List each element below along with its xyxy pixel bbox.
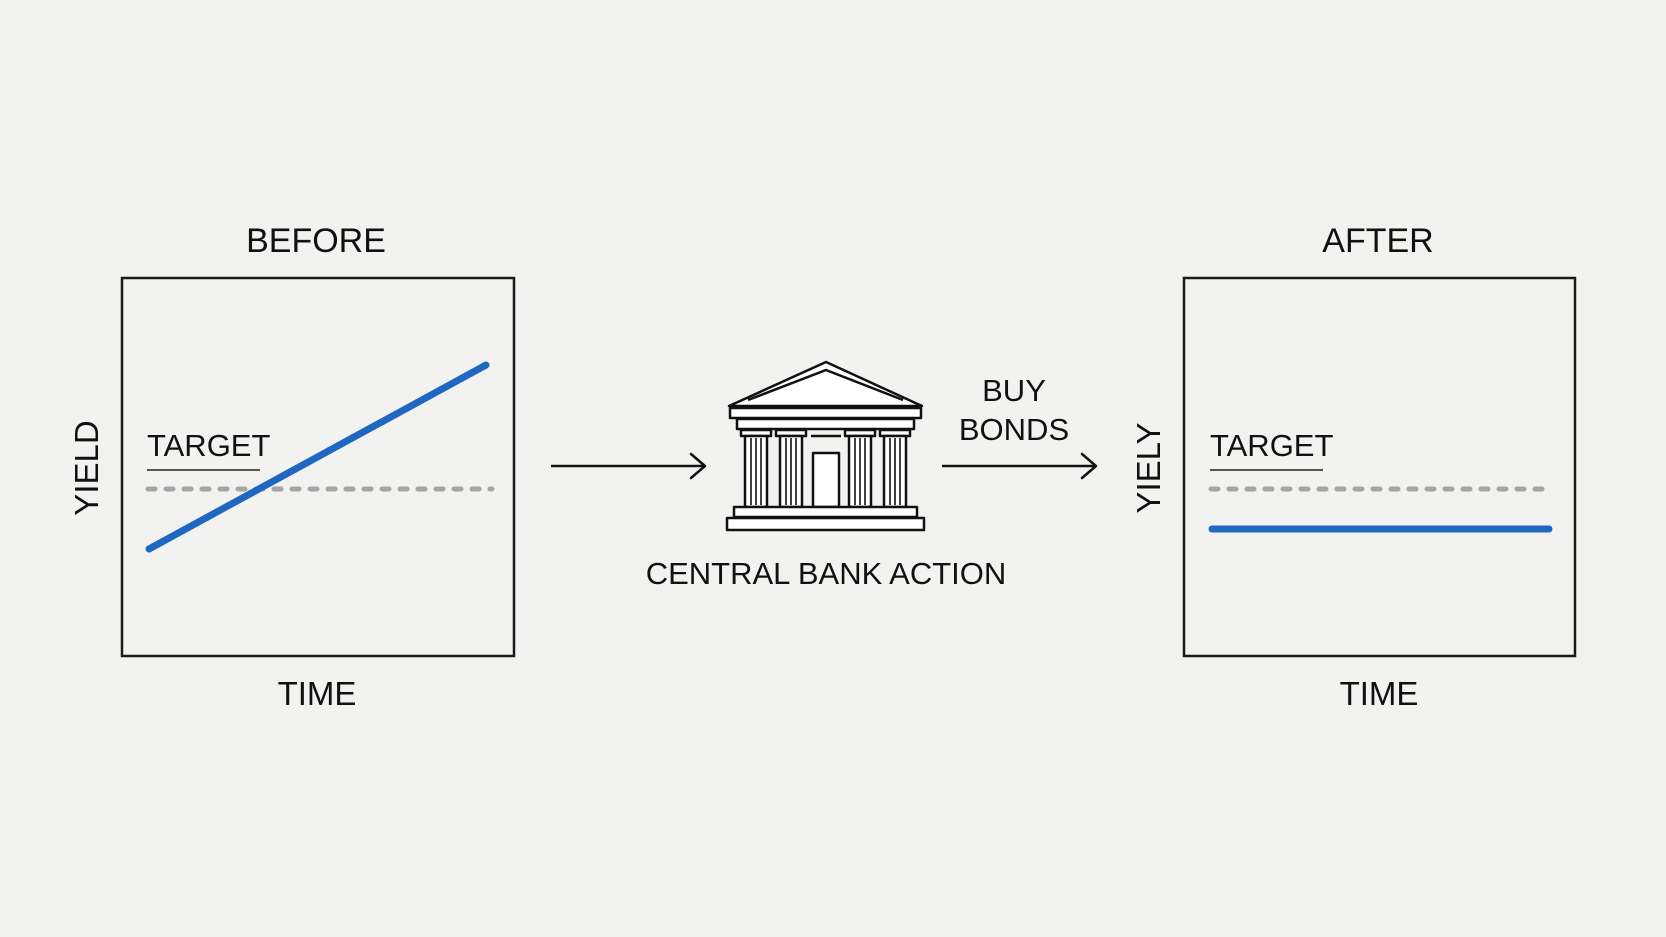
before-target-label: TARGET [147,428,270,463]
after-title: AFTER [1322,222,1433,260]
after-x-axis-label: TIME [1340,675,1419,712]
after-panel: AFTER YIELY TARGET TIME [1130,222,1577,712]
after-y-axis-label: YIELY [1130,422,1167,513]
buy-bonds-line1: BUY [982,373,1046,408]
bank-building-icon [725,360,926,532]
before-y-axis-label: YIELD [68,420,105,515]
after-target-label: TARGET [1210,428,1333,463]
arrow-to-after-head [1080,452,1098,480]
buy-bonds-line2: BONDS [959,412,1069,447]
central-bank-group: CENTRAL BANK ACTION BUY BONDS [646,360,1069,591]
before-title: BEFORE [246,222,386,260]
arrow-to-bank [551,452,707,480]
arrow-to-bank-head [689,452,707,480]
arrow-to-after [942,452,1098,480]
before-yield-line [145,361,490,553]
before-chart-frame [120,276,516,658]
before-x-axis-label: TIME [278,675,357,712]
central-bank-label: CENTRAL BANK ACTION [646,556,1007,591]
before-panel: BEFORE YIELD TARGET TIME [68,222,516,712]
after-chart-frame [1182,276,1577,658]
